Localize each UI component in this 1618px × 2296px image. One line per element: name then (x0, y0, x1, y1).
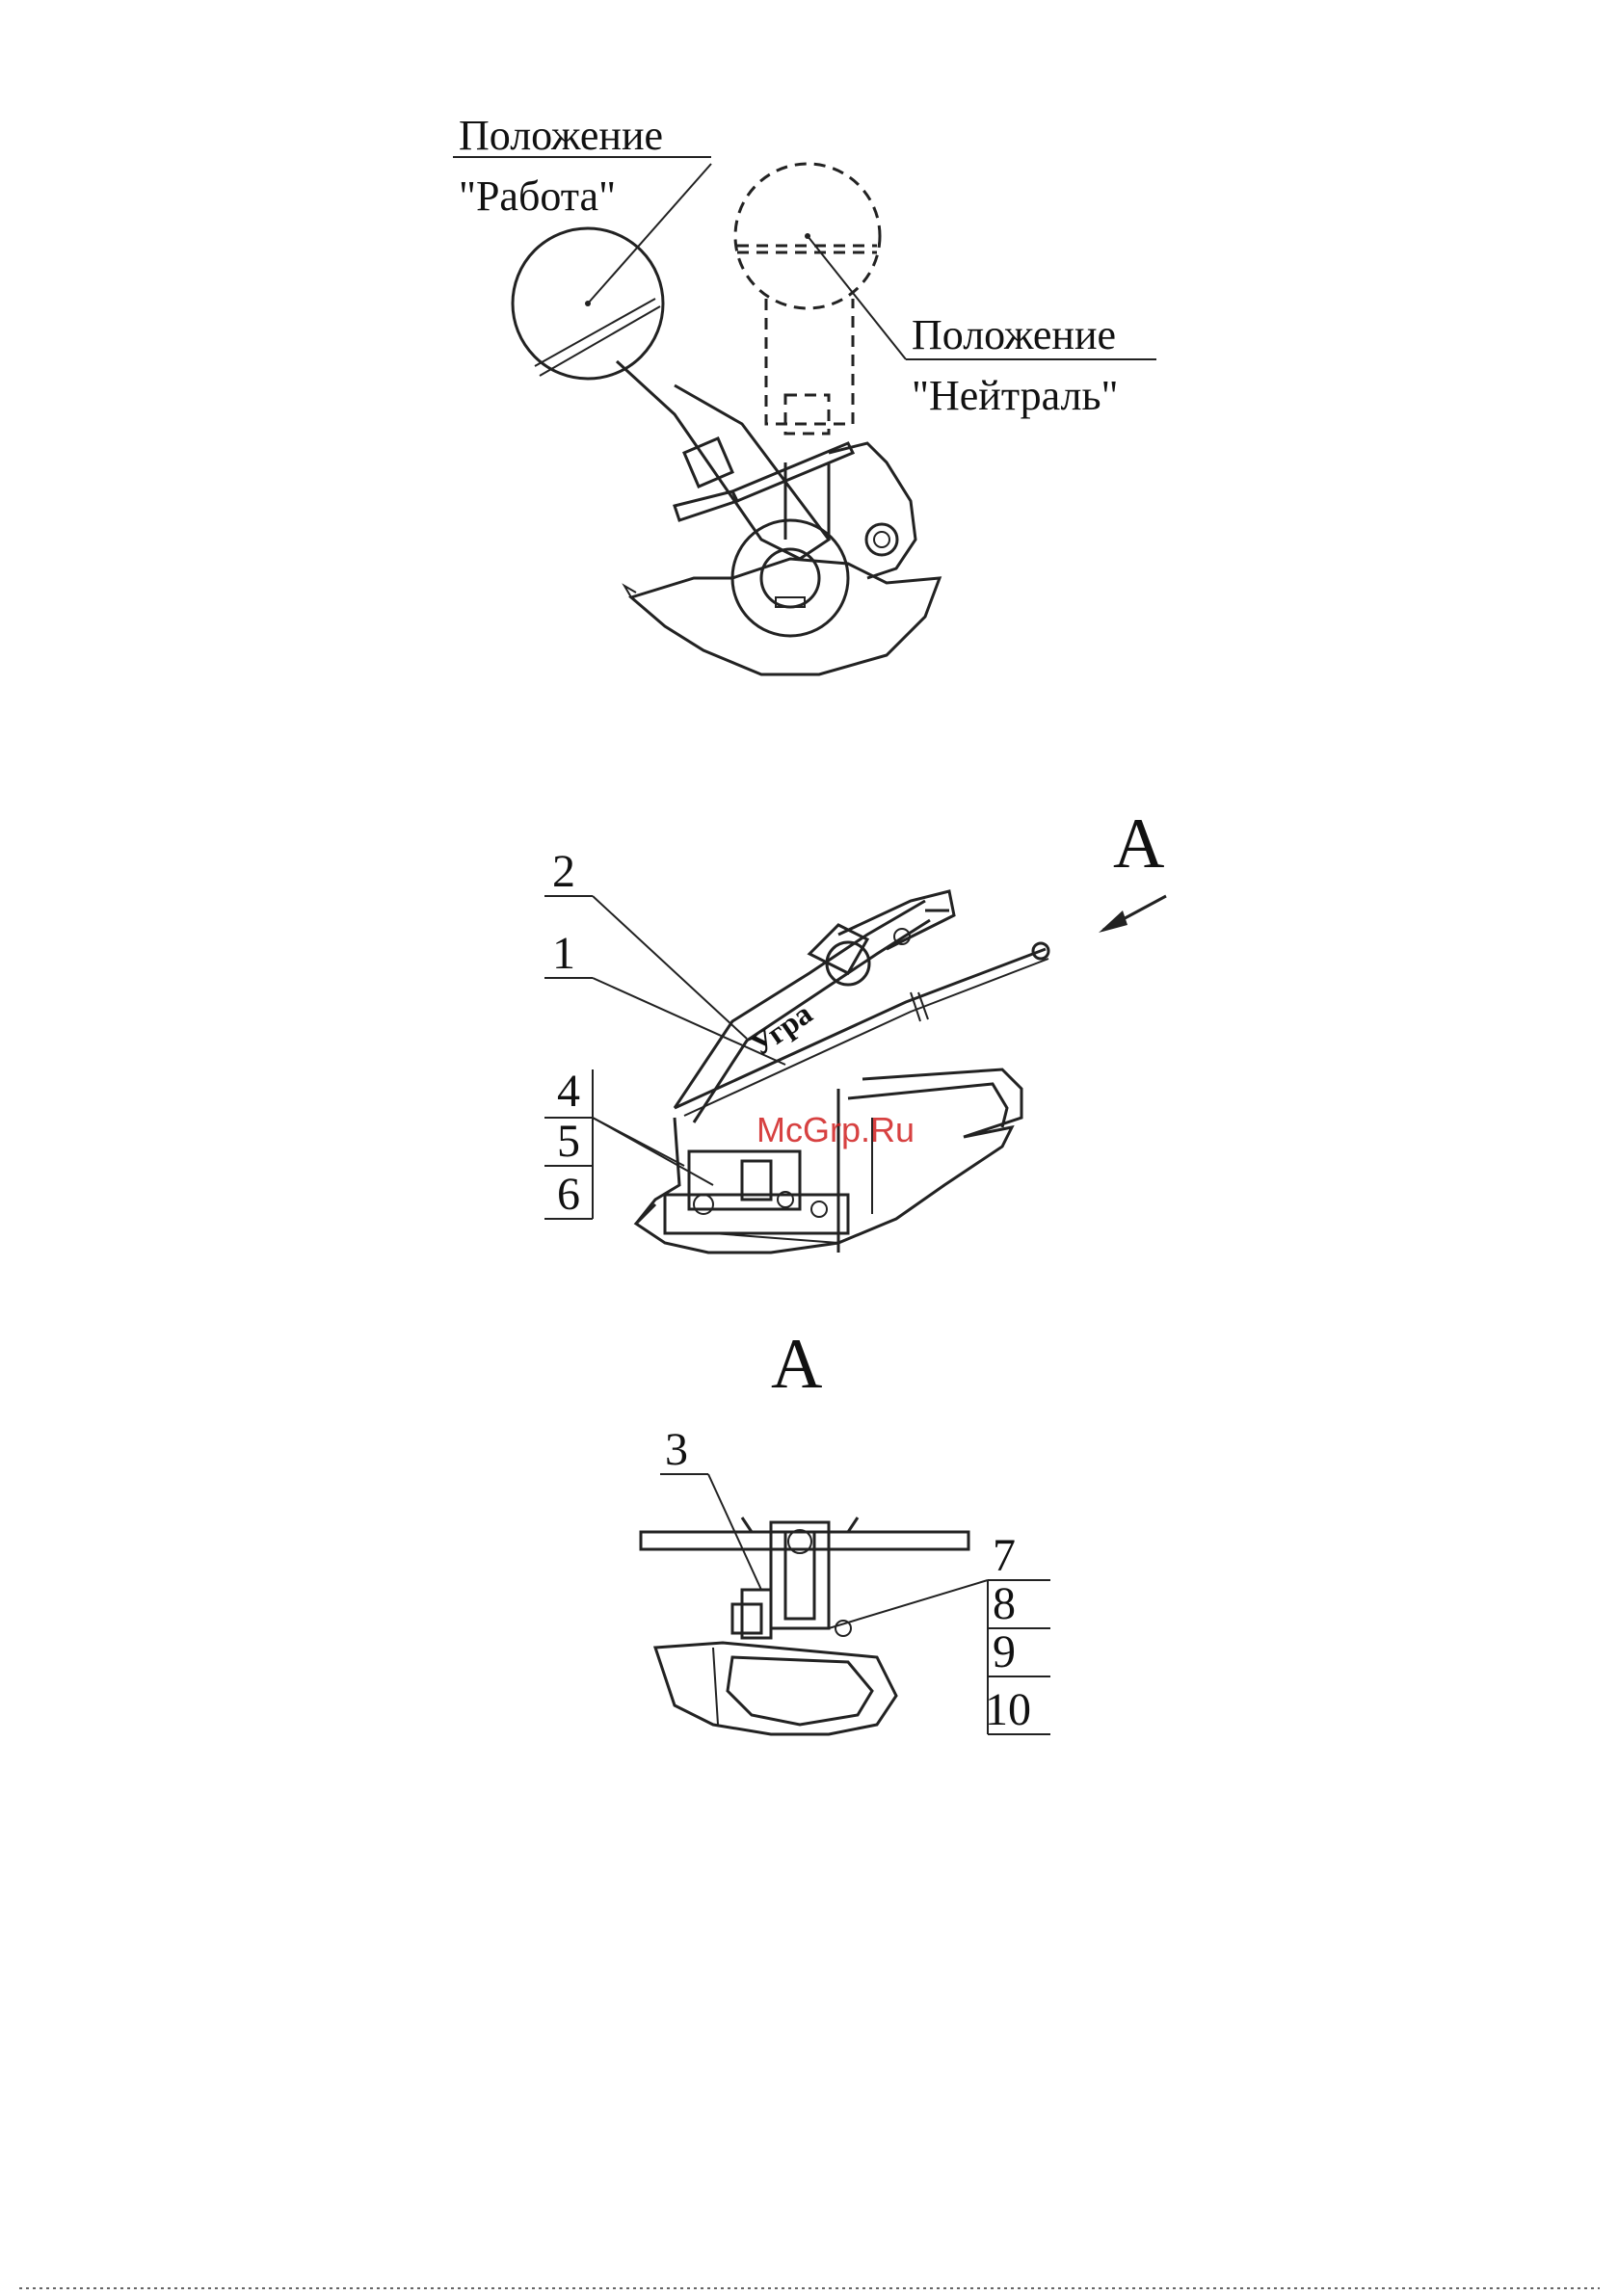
figure-side-view: А Угра (544, 805, 1166, 1253)
callout-1: 1 (544, 928, 785, 1065)
neutral-label-line2: "Нейтраль" (912, 372, 1118, 419)
callout-number-7: 7 (993, 1530, 1016, 1581)
figure-view-a: А 3 7 8 (641, 1325, 1050, 1735)
callout-3: 3 (660, 1424, 761, 1590)
callout-number-8: 8 (993, 1578, 1016, 1629)
callout-neutral: Положение "Нейтраль" (808, 236, 1156, 419)
callout-number-3: 3 (665, 1424, 688, 1475)
neutral-label-line1: Положение (912, 311, 1116, 358)
callout-number-6: 6 (557, 1169, 580, 1220)
callout-number-5: 5 (557, 1116, 580, 1167)
callout-stack-7-10: 7 8 9 10 (829, 1530, 1050, 1735)
watermark: McGrp.Ru (756, 1110, 915, 1149)
lever-neutral-position (735, 164, 880, 540)
lever-work-position (513, 228, 829, 559)
callout-number-1: 1 (552, 928, 575, 979)
view-marker-a: А (1113, 805, 1164, 884)
view-direction-arrow (1099, 896, 1166, 933)
callout-number-2: 2 (552, 846, 575, 897)
callout-number-4: 4 (557, 1066, 580, 1117)
callout-work: Положение "Работа" (453, 112, 711, 303)
control-rod (675, 943, 1048, 1116)
engine-cover (636, 1069, 1021, 1253)
view-a-title: А (771, 1325, 822, 1404)
work-label-line2: "Работа" (459, 172, 616, 220)
figure-lever-positions: Положение "Работа" Положение "Нейтраль" (453, 112, 1156, 674)
callout-number-9: 9 (993, 1626, 1016, 1677)
work-label-line1: Положение (459, 112, 663, 159)
view-a-handlebar (641, 1517, 968, 1638)
view-a-engine-cover (655, 1643, 896, 1734)
callout-number-10: 10 (985, 1684, 1031, 1735)
